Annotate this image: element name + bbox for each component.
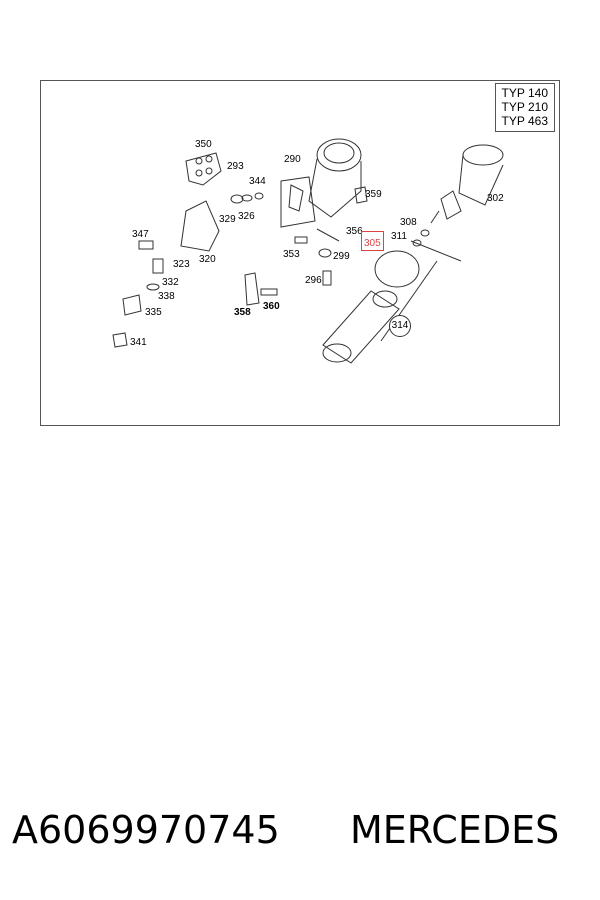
callout-299[interactable]: 299 [333,251,350,262]
bracket-part [180,200,220,252]
callout-302[interactable]: 302 [487,193,504,204]
callout-359[interactable]: 359 [365,189,382,200]
part-number: A6069970745 [12,808,280,852]
fitting-part [138,240,154,250]
filter-cap-part [430,144,504,224]
callout-311[interactable]: 311 [391,231,407,242]
plug-part [322,270,332,286]
filter-element-part [322,290,400,364]
callout-332[interactable]: 332 [162,277,179,288]
type-label: TYP 463 [501,114,548,128]
part-info-footer: A6069970745 MERCEDES [0,808,600,858]
callout-314[interactable]: 314 [389,315,411,337]
callout-358[interactable]: 358 [234,307,251,318]
callout-341[interactable]: 341 [130,337,147,348]
callout-329[interactable]: 329 [219,214,236,225]
sensor-part [122,294,142,316]
ring-part [412,239,422,247]
gasket-part [185,152,222,186]
type-label: TYP 140 [501,86,548,100]
callout-335[interactable]: 335 [145,307,162,318]
o-ring-part [374,250,420,288]
washer-part [318,248,332,258]
exploded-view-drawing [112,138,504,364]
parts-diagram: TYP 140 TYP 210 TYP 463 350 293 290 344 … [40,80,560,426]
fitting-part [294,236,308,244]
seal-ring-part [241,194,253,202]
callout-305-highlighted[interactable]: 305 [361,231,384,251]
plate-part [244,272,260,306]
callout-356[interactable]: 356 [346,226,363,237]
callout-326[interactable]: 326 [238,211,255,222]
filter-housing-part [280,138,362,228]
callout-308[interactable]: 308 [400,217,417,228]
leader-line [410,240,462,262]
ring-part [420,229,430,237]
screw-part [112,332,128,348]
seal-ring-part [230,194,244,204]
callout-323[interactable]: 323 [173,259,190,270]
callout-353[interactable]: 353 [283,249,300,260]
callout-296[interactable]: 296 [305,275,322,286]
plug-part [152,258,164,274]
callout-347[interactable]: 347 [132,229,149,240]
brand-name: MERCEDES [350,808,560,852]
callout-293[interactable]: 293 [227,161,244,172]
callout-350[interactable]: 350 [195,139,212,150]
bolt-part [260,288,278,296]
seal-ring-part [254,192,264,200]
callout-290[interactable]: 290 [284,154,301,165]
type-label-box: TYP 140 TYP 210 TYP 463 [494,83,555,132]
type-label: TYP 210 [501,100,548,114]
callout-344[interactable]: 344 [249,176,266,187]
callout-320[interactable]: 320 [199,254,216,265]
bracket-part [354,186,368,204]
ring-part [146,283,160,291]
callout-360[interactable]: 360 [263,301,280,312]
callout-338[interactable]: 338 [158,291,175,302]
bolt-part [316,228,340,242]
